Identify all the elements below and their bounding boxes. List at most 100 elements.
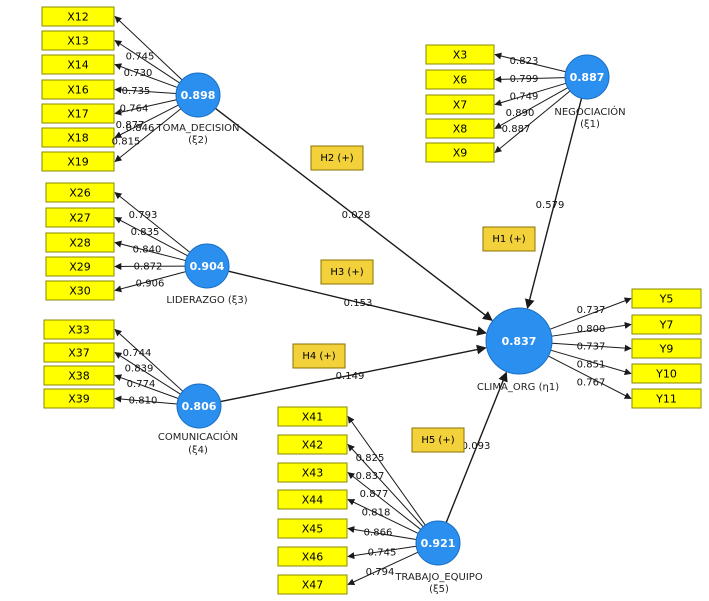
indicator-label: X44	[302, 494, 324, 507]
indicator-y10[interactable]: Y10	[631, 363, 702, 384]
latent-lid[interactable]: 0.904	[184, 243, 230, 289]
latent-label: LIDERAZGO (ξ3)	[166, 295, 247, 306]
loading-edge	[347, 499, 419, 534]
indicator-x29[interactable]: X29	[45, 256, 115, 277]
loading-value: 0.840	[133, 244, 162, 255]
loading-edge	[550, 349, 632, 376]
hypothesis-h3[interactable]: H3 (+)	[320, 259, 374, 285]
loading-edge	[114, 16, 183, 81]
indicator-box	[45, 207, 115, 228]
indicator-x38[interactable]: X38	[43, 365, 115, 386]
loading-value: 0.877	[116, 120, 145, 131]
indicator-box	[41, 103, 115, 124]
indicator-x27[interactable]: X27	[45, 207, 115, 228]
indicator-x8[interactable]: X8	[425, 118, 495, 139]
hypothesis-box	[320, 259, 374, 285]
indicator-x41[interactable]: X41	[277, 406, 348, 427]
loading-value: 0.767	[577, 377, 606, 388]
indicator-y11[interactable]: Y11	[631, 388, 702, 409]
path-h5	[445, 371, 508, 523]
indicator-x14[interactable]: X14	[41, 54, 115, 75]
indicator-x6[interactable]: X6	[425, 69, 495, 90]
loading-edge	[114, 99, 177, 116]
indicator-x26[interactable]: X26	[45, 182, 115, 203]
loading-value: 0.810	[129, 396, 158, 407]
loading-value: 0.730	[124, 68, 153, 79]
hypothesis-box	[310, 145, 364, 171]
indicator-label: X8	[453, 123, 468, 136]
indicator-box	[277, 518, 348, 539]
latent-label: COMUNICACIÓN	[158, 430, 238, 443]
latent-r2-value: 0.904	[190, 260, 225, 273]
indicator-box	[45, 280, 115, 301]
indicator-x45[interactable]: X45	[277, 518, 348, 539]
path-h4	[220, 344, 487, 403]
indicator-x18[interactable]: X18	[41, 127, 115, 148]
indicator-x16[interactable]: X16	[41, 79, 115, 100]
indicator-x12[interactable]: X12	[41, 6, 115, 27]
indicator-x44[interactable]: X44	[277, 489, 348, 510]
latent-toma[interactable]: 0.898	[175, 72, 221, 118]
indicator-x33[interactable]: X33	[43, 319, 115, 340]
hypothesis-h4[interactable]: H4 (+)	[292, 343, 346, 369]
indicator-x13[interactable]: X13	[41, 30, 115, 51]
loading-value: 0.764	[120, 103, 149, 114]
indicator-label: X42	[302, 439, 324, 452]
indicator-label: X6	[453, 74, 468, 87]
indicator-box	[425, 44, 495, 65]
hypothesis-h1[interactable]: H1 (+)	[482, 226, 536, 252]
loading-edge	[114, 240, 186, 262]
indicator-x17[interactable]: X17	[41, 103, 115, 124]
indicator-box	[41, 54, 115, 75]
loading-edge	[347, 415, 426, 526]
latent-com[interactable]: 0.806	[176, 383, 222, 429]
loading-value: 0.745	[126, 52, 155, 63]
hypothesis-h2[interactable]: H2 (+)	[310, 145, 364, 171]
path-h3	[228, 270, 487, 336]
indicator-y7[interactable]: Y7	[631, 314, 702, 335]
indicator-label: X38	[68, 370, 90, 383]
indicator-label: X41	[302, 411, 324, 424]
indicator-box	[43, 388, 115, 409]
indicator-box	[277, 406, 348, 427]
latent-sublabel: (ξ4)	[188, 445, 208, 456]
latent-neg[interactable]: 0.887	[564, 54, 610, 100]
indicator-x7[interactable]: X7	[425, 94, 495, 115]
indicator-box	[41, 127, 115, 148]
indicator-x30[interactable]: X30	[45, 280, 115, 301]
hypothesis-h5[interactable]: H5 (+)	[411, 427, 465, 453]
indicator-x19[interactable]: X19	[41, 151, 115, 172]
latent-r2-value: 0.898	[181, 89, 216, 102]
latent-trab[interactable]: 0.921	[415, 520, 461, 566]
indicator-x37[interactable]: X37	[43, 342, 115, 363]
indicator-label: Y7	[659, 319, 674, 332]
indicator-x43[interactable]: X43	[277, 462, 348, 483]
loading-value: 0.737	[577, 341, 606, 352]
hypothesis-box	[482, 226, 536, 252]
indicator-x47[interactable]: X47	[277, 574, 348, 595]
indicator-y9[interactable]: Y9	[631, 338, 702, 359]
indicator-x3[interactable]: X3	[425, 44, 495, 65]
hypothesis-label: H2 (+)	[320, 153, 353, 164]
latent-clima[interactable]: 0.837	[485, 307, 553, 375]
loading-edge	[114, 108, 182, 162]
indicator-x9[interactable]: X9	[425, 142, 495, 163]
loading-edge	[494, 87, 569, 129]
latent-r2-value: 0.806	[182, 400, 217, 413]
loading-edge	[114, 329, 184, 392]
indicator-box	[43, 365, 115, 386]
loading-value: 0.877	[360, 489, 389, 500]
indicator-x46[interactable]: X46	[277, 546, 348, 567]
loading-value: 0.890	[506, 108, 535, 119]
loading-value: 0.872	[134, 261, 163, 272]
latent-circle	[176, 383, 222, 429]
indicator-x28[interactable]: X28	[45, 232, 115, 253]
indicator-box	[41, 151, 115, 172]
indicator-box	[43, 342, 115, 363]
indicator-y5[interactable]: Y5	[631, 288, 702, 309]
indicator-x39[interactable]: X39	[43, 388, 115, 409]
loading-edge	[347, 545, 417, 560]
indicator-x42[interactable]: X42	[277, 434, 348, 455]
latent-circle	[564, 54, 610, 100]
